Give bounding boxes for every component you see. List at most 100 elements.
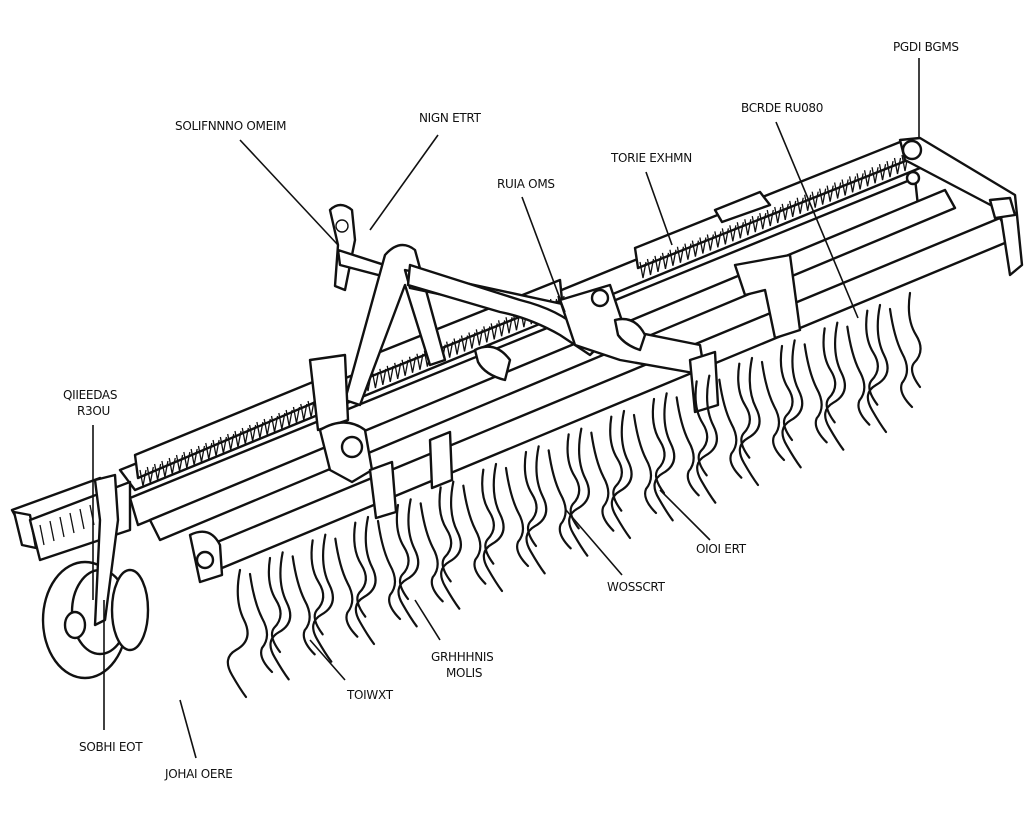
comb-tooth — [468, 332, 476, 349]
callout-label: R3OU — [77, 404, 110, 418]
comb-tooth — [416, 353, 424, 370]
comb-tooth — [646, 258, 655, 276]
spring-tine — [481, 468, 495, 565]
comb-tooth — [804, 194, 812, 211]
comb-tooth — [183, 451, 191, 469]
callout-label: PGDI BGMS — [893, 40, 959, 54]
comb-tooth — [153, 463, 162, 481]
comb-tooth — [721, 228, 729, 245]
callout-label: NIGN ETRT — [419, 111, 482, 125]
comb-tooth — [475, 329, 483, 346]
spring-tine — [354, 515, 402, 646]
comb-tooth — [256, 421, 264, 439]
callout-label: SOBHI EOT — [79, 740, 143, 754]
comb-tooth — [394, 362, 402, 379]
depth-wheel — [41, 473, 150, 680]
comb-tooth — [512, 314, 521, 331]
comb-tooth — [212, 439, 220, 457]
comb-tooth — [774, 206, 782, 224]
spring-tine — [438, 486, 453, 583]
callout-label: TOIWXT — [346, 688, 394, 702]
comb-tooth — [190, 448, 198, 466]
comb-tooth — [684, 243, 692, 260]
callout-label: MOLIS — [446, 666, 482, 680]
callout-label: SOLIFNNNO OMEIM — [175, 119, 286, 133]
callout-label: QIIEEDAS — [63, 388, 117, 402]
spring-tine — [907, 291, 922, 389]
spring-tine — [610, 409, 658, 540]
comb-tooth — [263, 418, 271, 436]
spring-tine — [781, 339, 828, 469]
callout-label: GRHHHNIS — [431, 650, 493, 664]
comb-tooth — [826, 185, 834, 202]
comb-tooth — [744, 219, 752, 236]
comb-tooth — [446, 341, 454, 358]
spring-tine — [226, 568, 274, 699]
comb-tooth — [886, 160, 894, 178]
comb-tooth — [699, 237, 707, 254]
comb-tooth — [841, 179, 849, 196]
comb-tooth — [168, 457, 176, 475]
machine-drawing — [10, 136, 1024, 699]
comb-tooth — [292, 406, 301, 424]
comb-tooth — [654, 255, 662, 273]
comb-tooth — [871, 167, 879, 184]
comb-tooth — [234, 430, 242, 448]
spring-tine — [440, 480, 487, 610]
spring-tine — [523, 450, 538, 548]
spring-tine — [866, 303, 914, 434]
comb-tooth — [706, 234, 715, 251]
comb-tooth — [751, 216, 759, 233]
comb-tooth — [781, 203, 789, 221]
leader-lines — [92, 58, 920, 759]
callout-labels: SOLIFNNNO OMEIM NIGN ETRT RUIA OMS TORIE… — [63, 40, 959, 781]
comb-tooth — [856, 173, 864, 190]
comb-tooth — [219, 436, 228, 454]
comb-tooth — [669, 249, 677, 266]
spring-tine — [525, 445, 572, 575]
comb-tooth — [729, 225, 737, 242]
comb-tooth — [893, 157, 902, 175]
comb-tooth — [227, 433, 235, 451]
comb-tooth — [736, 222, 744, 239]
comb-tooth — [676, 246, 685, 263]
spring-tine — [568, 427, 615, 557]
comb-tooth — [401, 359, 409, 376]
comb-tooth — [796, 197, 804, 214]
spring-tine — [865, 309, 879, 406]
rear-beam — [118, 148, 922, 527]
spring-tine — [482, 462, 530, 593]
comb-tooth — [371, 371, 380, 389]
comb-tooth — [691, 240, 700, 257]
comb-tooth — [408, 356, 417, 373]
callout-label: TORIE EXHMN — [610, 151, 692, 165]
comb-tooth — [759, 212, 767, 230]
comb-tooth — [270, 415, 279, 433]
spring-tine — [822, 327, 837, 424]
comb-tooth — [490, 323, 498, 340]
spring-tine — [653, 392, 700, 522]
comb-tooth — [878, 164, 887, 181]
spring-tine — [353, 521, 367, 618]
callout-label: WOSSCRT — [607, 580, 666, 594]
comb-tooth — [197, 445, 206, 463]
comb-tooth — [307, 400, 315, 418]
comb-tooth — [386, 365, 394, 383]
comb-teeth — [139, 154, 909, 487]
comb-tooth — [175, 454, 184, 472]
comb-tooth — [248, 424, 257, 442]
comb-tooth — [789, 200, 797, 217]
comb-tooth — [639, 261, 647, 279]
comb-tooth — [505, 317, 513, 334]
comb-tooth — [497, 320, 506, 337]
callout-label: JOHAI OERE — [164, 767, 233, 781]
comb-tooth — [241, 427, 249, 445]
spring-tine — [696, 374, 743, 504]
spring-tine — [651, 397, 666, 495]
comb-tooth — [848, 176, 857, 193]
callout-label: BCRDE RU080 — [741, 101, 823, 115]
comb-tooth — [285, 409, 293, 427]
comb-tooth — [453, 338, 461, 355]
comb-tooth — [205, 442, 213, 460]
comb-tooth — [483, 326, 491, 343]
